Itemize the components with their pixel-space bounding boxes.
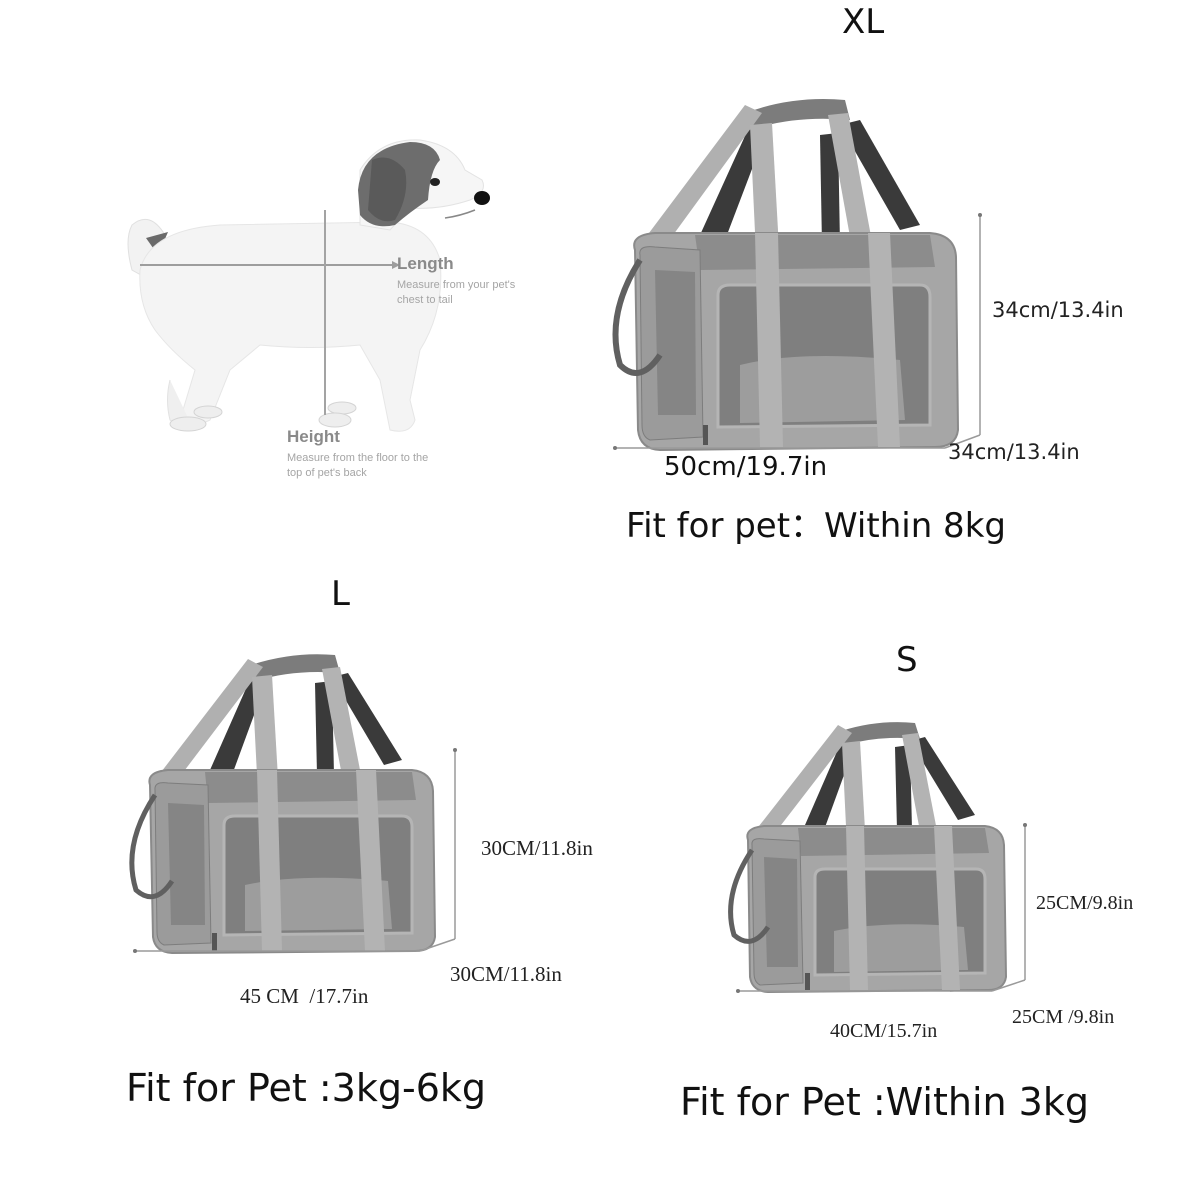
xl-depth-dimension: 34cm/13.4in [948,440,1080,464]
l-height-dimension: 30CM/11.8in [481,836,593,860]
s-width-dimension: 40CM/15.7in [830,1020,938,1042]
dog-illustration-icon [127,139,490,432]
xl-height-dimension: 34cm/13.4in [992,298,1124,322]
measure-guide: Length Measure from your pet's chest to … [110,130,550,500]
size-label-l: L [331,574,350,614]
length-guide: Length Measure from your pet's chest to … [397,254,527,308]
pet-carrier-l-icon [129,654,457,955]
xl-fit-weight: Fit for pet：Within 8kg [626,506,1006,546]
pet-carrier-s-icon [728,722,1027,994]
length-description: Measure from your pet's chest to tail [397,279,516,306]
s-fit-weight: Fit for Pet :Within 3kg [680,1080,1089,1124]
l-depth-dimension: 30CM/11.8in [450,962,562,986]
product-l: L 30CM/11.8in 30CM/11.8in 45 CM /17.7in … [0,560,680,1200]
length-title: Length [397,254,454,273]
l-width-dimension: 45 CM /17.7in [240,984,369,1008]
xl-width-dimension: 50cm/19.7in [664,452,828,482]
height-guide: Height Measure from the floor to the top… [287,427,432,481]
l-fit-weight: Fit for Pet :3kg-6kg [126,1066,486,1110]
height-description: Measure from the floor to the top of pet… [287,452,429,479]
product-s: S 25CM/9.8in 25CM /9.8in 40CM/15.7in Fit… [680,630,1200,1200]
height-title: Height [287,427,340,446]
size-label-s: S [896,640,918,680]
s-height-dimension: 25CM/9.8in [1036,892,1134,914]
s-depth-dimension: 25CM /9.8in [1012,1006,1115,1028]
size-label-xl: XL [842,2,885,42]
product-xl: XL 34cm/13.4in 34cm/13. [0,0,1200,560]
pet-carrier-xl-icon [612,99,982,452]
